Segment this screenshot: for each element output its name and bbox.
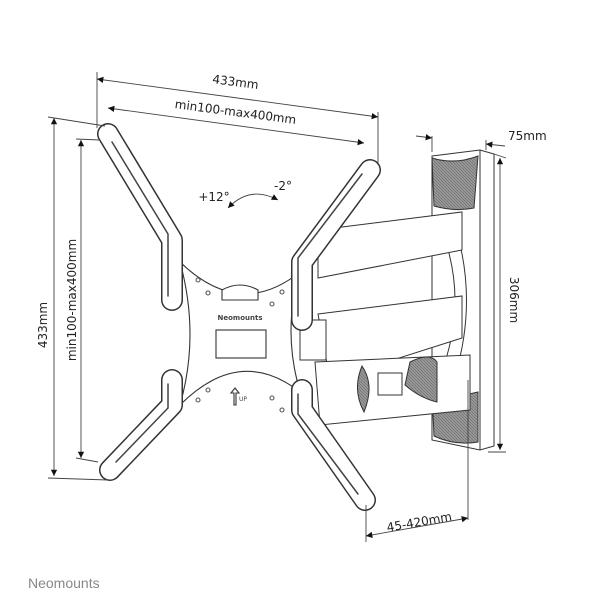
vesa-width-label: min100-max400mm [174,97,297,127]
overall-width-label: 433mm [212,72,260,92]
overall-height-label: 433mm [36,302,50,348]
arm-extension-label: 45-420mm [386,509,453,534]
vesa-brackets [97,123,381,511]
vesa-plate [178,260,302,413]
up-label: UP [239,396,247,403]
tilt-down-label: -2° [274,179,292,193]
vesa-height-label: min100-max400mm [65,239,79,361]
plate-logo-label: Neomounts [218,314,263,322]
dimension-lines [47,72,507,542]
wall-plate-height-label: 306mm [507,277,521,323]
wall-plate-depth-label: 75mm [508,129,547,143]
tilt-up-label: +12° [198,190,229,204]
swing-arms [299,211,471,426]
brand-logo: Neomounts [28,575,100,591]
